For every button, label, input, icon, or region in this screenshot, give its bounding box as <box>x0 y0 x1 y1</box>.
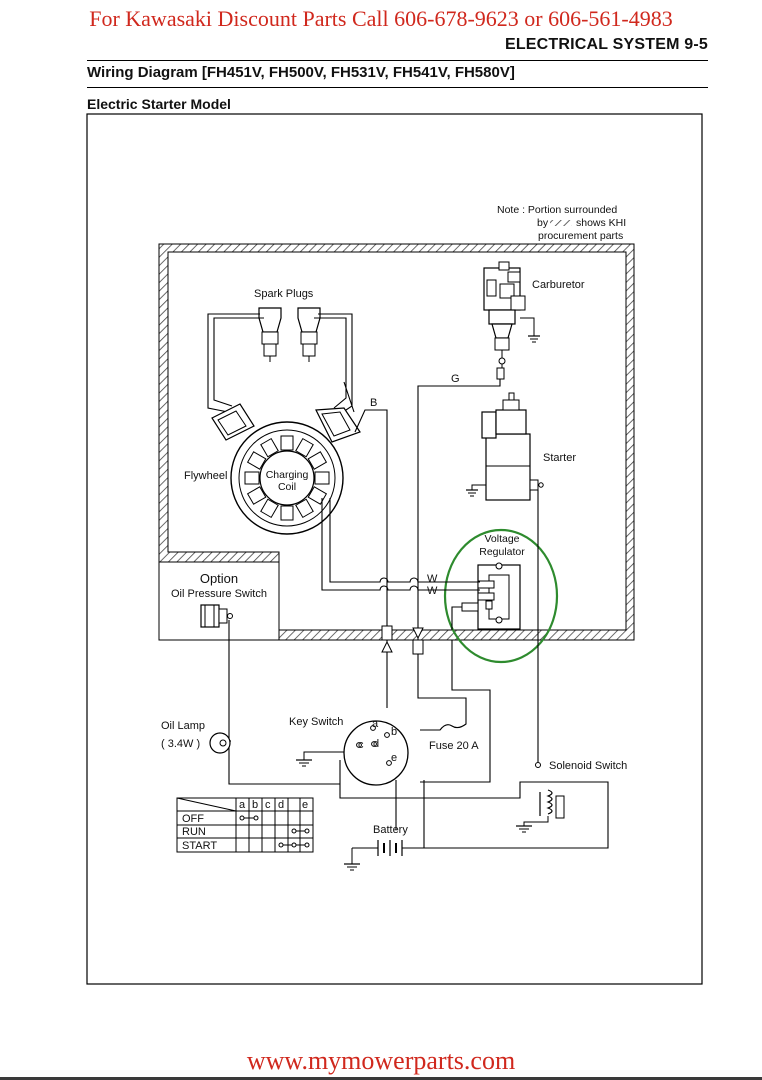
voltage-regulator-label-2: Regulator <box>479 546 525 558</box>
khi-procurement-region <box>158 243 635 641</box>
option-label: Option <box>200 571 238 586</box>
fuse-label: Fuse 20 A <box>429 740 479 752</box>
key-terminal-a: a <box>372 718 379 730</box>
oil-lamp-label: Oil Lamp <box>161 720 205 732</box>
wiring <box>222 379 609 849</box>
top-banner: For Kawasaki Discount Parts Call 606-678… <box>89 6 673 31</box>
solenoid-switch <box>516 762 565 833</box>
spark-plugs-label: Spark Plugs <box>254 288 314 300</box>
battery-label: Battery <box>373 824 408 836</box>
note-line-3: procurement parts <box>538 230 623 242</box>
wire-label-g: G <box>451 373 460 385</box>
oil-lamp-rating: ( 3.4W ) <box>161 738 200 750</box>
charging-coil-label-2: Coil <box>278 481 296 493</box>
key-terminal-d: d <box>373 738 379 750</box>
switch-table <box>176 797 314 853</box>
carburetor-label: Carburetor <box>532 279 585 291</box>
oil-lamp <box>209 732 231 754</box>
bottom-bar <box>0 1077 762 1080</box>
key-switch-label: Key Switch <box>289 716 343 728</box>
model-label: Electric Starter Model <box>87 96 231 112</box>
title-rule <box>87 87 708 88</box>
wire-label-b: B <box>370 397 377 409</box>
key-terminal-b: b <box>391 726 397 738</box>
wire-label-w2: W <box>427 585 438 597</box>
table-col-e: e <box>302 799 308 811</box>
table-col-d: d <box>278 799 284 811</box>
wire-label-w1: W <box>427 573 438 585</box>
starter-motor <box>466 392 544 501</box>
table-col-b: b <box>252 799 258 811</box>
key-terminal-e: e <box>391 752 397 764</box>
flywheel-label: Flywheel <box>184 470 227 482</box>
ignition-coils <box>211 403 361 443</box>
key-terminal-c: c <box>358 739 364 751</box>
voltage-regulator-label-1: Voltage <box>484 533 519 545</box>
solenoid-switch-label: Solenoid Switch <box>549 760 627 772</box>
table-col-c: c <box>265 799 271 811</box>
voltage-regulator <box>461 562 521 630</box>
starter-label: Starter <box>543 452 576 464</box>
key-switch-ground <box>296 751 344 767</box>
note-line-2-pre: by <box>537 217 549 229</box>
charging-coil-label-1: Charging <box>266 469 309 481</box>
oil-pressure-switch-label: Oil Pressure Switch <box>171 588 267 600</box>
charging-coil <box>259 450 315 506</box>
battery <box>344 840 414 871</box>
note-line-2-post: shows KHI <box>576 217 626 229</box>
header-rule <box>87 60 708 61</box>
ht-leads <box>207 313 355 415</box>
diagram-title: Wiring Diagram [FH451V, FH500V, FH531V, … <box>87 64 515 81</box>
diagram-frame <box>86 113 703 985</box>
footer-url[interactable]: www.mymowerparts.com <box>246 1046 516 1075</box>
carburetor <box>483 261 540 380</box>
table-row-start: START <box>182 840 217 852</box>
oil-pressure-switch <box>200 604 233 628</box>
connectors <box>381 625 424 655</box>
key-switch <box>343 720 409 786</box>
table-col-a: a <box>239 799 246 811</box>
note: Note : Portion surrounded by shows KHI p… <box>497 204 626 242</box>
highlight-circle <box>443 528 559 664</box>
note-line-1: Note : Portion surrounded <box>497 204 617 216</box>
section-title: ELECTRICAL SYSTEM 9-5 <box>504 36 708 53</box>
table-row-run: RUN <box>182 826 206 838</box>
hatch-sample <box>550 220 572 226</box>
flywheel <box>230 421 344 535</box>
spark-plugs <box>258 307 321 362</box>
table-row-off: OFF <box>182 813 204 825</box>
